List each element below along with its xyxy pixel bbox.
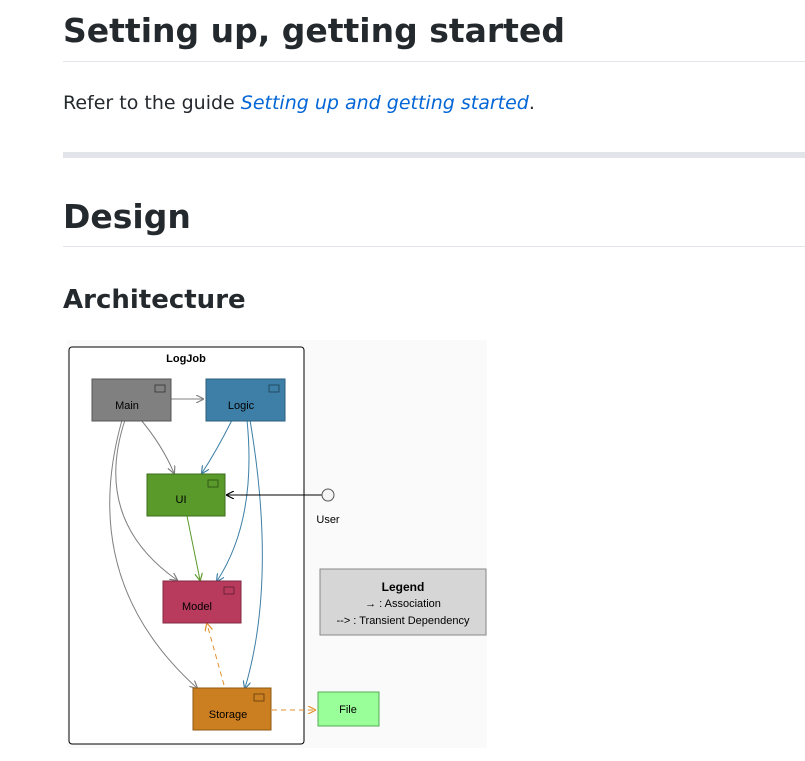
edge-logic-model	[217, 419, 250, 581]
component-main-label: Main	[115, 400, 139, 412]
edge-logic-ui	[202, 419, 233, 473]
edge-main-storage	[109, 419, 197, 688]
component-logic	[205, 378, 286, 422]
logjob-frame	[68, 346, 305, 745]
heading-setting-up: Setting up, getting started	[63, 11, 565, 50]
setup-paragraph: Refer to the guide Setting up and gettin…	[63, 89, 535, 118]
component-ui	[146, 473, 226, 517]
legend-box	[319, 568, 487, 636]
edge-storage-model	[207, 624, 225, 686]
component-storage-label: Storage	[209, 709, 248, 721]
component-icon	[154, 384, 166, 393]
component-storage	[192, 687, 272, 731]
legend-title: Legend	[382, 580, 425, 594]
frame-title: LogJob	[166, 353, 206, 365]
setup-guide-link[interactable]: Setting up and getting started	[240, 92, 529, 114]
edge-main-ui	[140, 419, 174, 473]
component-model-label: Model	[182, 601, 212, 613]
heading-design: Design	[63, 197, 191, 236]
architecture-diagram: LogJob Main Logic UI Model Storage	[67, 340, 487, 748]
user-actor-icon	[321, 488, 335, 502]
component-main	[91, 378, 172, 422]
heading-divider	[63, 246, 805, 247]
setup-text: Refer to the guide	[63, 92, 241, 114]
component-model	[162, 580, 242, 624]
edge-main-model	[115, 419, 177, 580]
horizontal-rule	[63, 152, 805, 158]
setup-text-end: .	[528, 92, 535, 114]
component-icon	[253, 693, 265, 702]
user-actor-label: User	[316, 514, 340, 526]
component-ui-label: UI	[176, 494, 187, 506]
legend-transient: --> : Transient Dependency	[337, 615, 470, 627]
heading-divider	[63, 61, 805, 62]
edge-ui-model	[186, 515, 200, 580]
component-icon	[207, 479, 219, 488]
component-icon	[223, 586, 235, 595]
edge-logic-storage	[245, 419, 263, 688]
component-file	[317, 691, 380, 727]
component-icon	[268, 384, 280, 393]
heading-architecture: Architecture	[63, 285, 246, 315]
component-file-label: File	[339, 704, 357, 716]
component-logic-label: Logic	[228, 400, 255, 412]
legend-association: → : Association	[365, 598, 441, 610]
